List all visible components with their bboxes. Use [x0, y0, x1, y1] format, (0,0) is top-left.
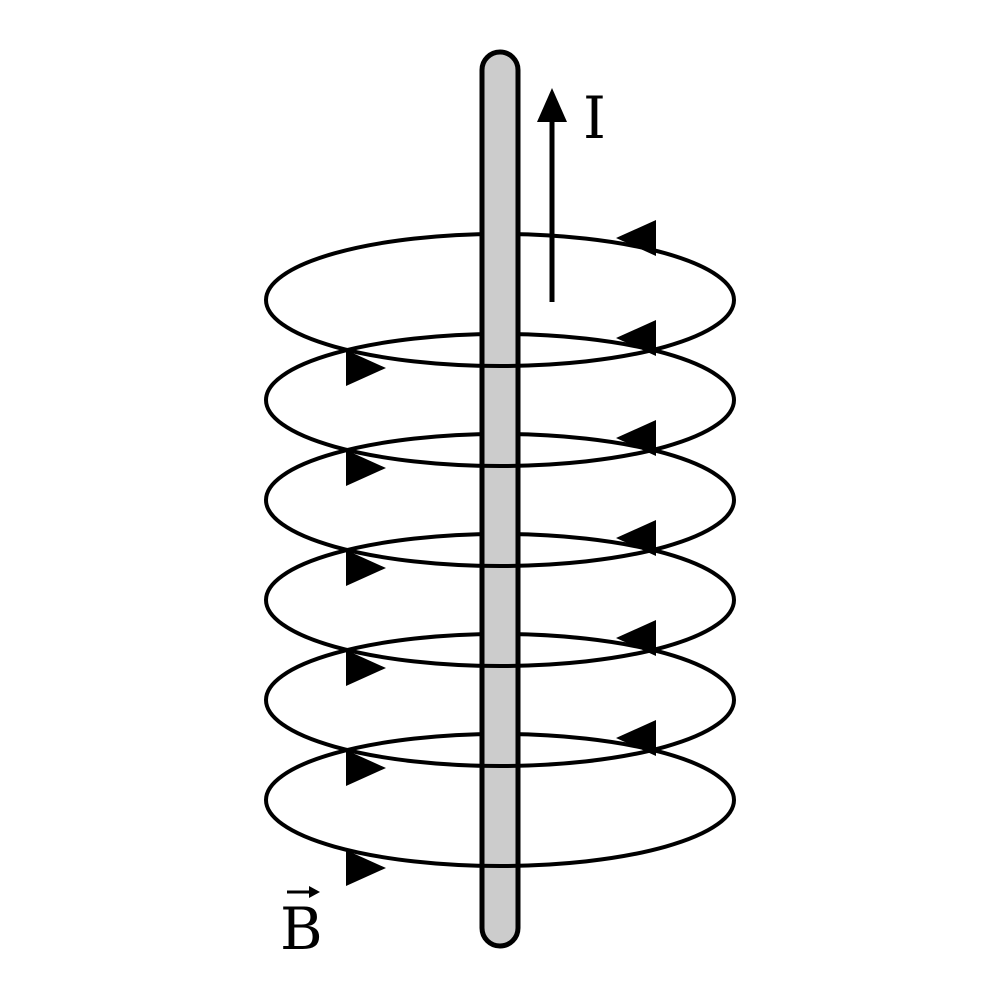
current-arrow-head: [537, 88, 567, 122]
field-loop-front-6: [264, 799, 736, 868]
field-direction-arrows: [346, 220, 656, 886]
wire: [479, 49, 521, 949]
field-loop-front-2: [264, 399, 736, 468]
vector-arrow-icon: [287, 886, 320, 898]
loop-arrow-front-5: [346, 750, 386, 786]
loop-arrow-back-6: [616, 720, 656, 756]
field-label-group: B: [280, 886, 323, 963]
field-loop-front-4: [264, 599, 736, 668]
loop-arrow-front-1: [346, 350, 386, 386]
current-arrow: [537, 88, 567, 302]
field-loop-front-5: [264, 699, 736, 768]
field-loops-front: [264, 299, 736, 868]
loop-arrow-back-2: [616, 320, 656, 356]
current-label: I: [583, 84, 606, 152]
loop-arrow-back-1: [616, 220, 656, 256]
field-loop-front-3: [264, 499, 736, 568]
field-loop-front-1: [264, 299, 736, 368]
loop-arrow-back-5: [616, 620, 656, 656]
loop-arrow-front-3: [346, 550, 386, 586]
loop-arrow-back-3: [616, 420, 656, 456]
loop-arrow-back-4: [616, 520, 656, 556]
loop-arrow-front-2: [346, 450, 386, 486]
loop-arrow-front-6: [346, 850, 386, 886]
field-label: B: [280, 895, 323, 963]
loop-arrow-front-4: [346, 650, 386, 686]
